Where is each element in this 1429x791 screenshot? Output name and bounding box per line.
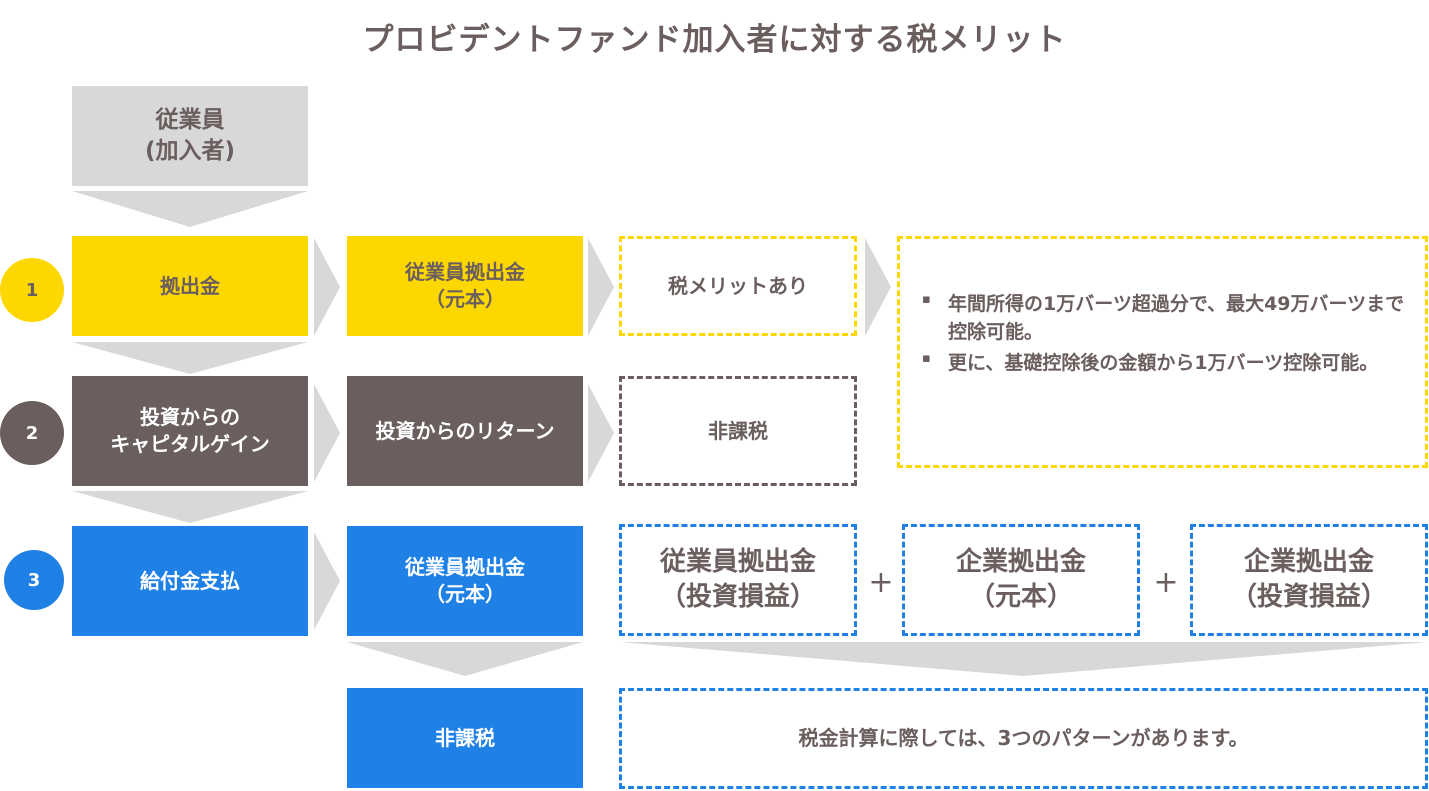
row3-detail-line2: （元本） [425,582,505,606]
step-1-label: 拠出金 [160,273,220,298]
row4-result-box: 非課税 [347,688,583,788]
notes-list: ▪ 年間所得の1万バーツ超過分で、最大49万バーツまで控除可能。 ▪ 更に、基礎… [922,291,1409,378]
row3-detail-box: 従業員拠出金 （元本） [347,526,583,636]
down-arrow-4 [347,642,583,676]
step-2-label-line1: 投資からの [140,405,240,429]
step-2-box: 投資からの キャピタルゲイン [72,376,308,486]
right-arrow-2b [588,384,614,482]
step-1-number: 1 [25,279,39,301]
row1-status-box: 税メリットあり [619,236,857,336]
step-3-circle: 3 [4,550,64,610]
row3-item-2: 企業拠出金 （元本） [902,524,1140,636]
employee-label: 従業員 [155,106,225,133]
row1-detail-line1: 従業員拠出金 [405,260,525,284]
employee-sublabel: (加入者) [144,138,236,164]
row2-detail: 投資からのリターン [375,418,555,443]
right-arrow-3a [314,532,340,630]
row3-item-2-line2: （元本） [968,582,1073,612]
right-arrow-1b [588,238,614,336]
bullet-icon: ▪ [922,292,931,307]
row4-note: 税金計算に際しては、3つのパターンがあります。 [798,726,1249,750]
row3-item-1-line1: 従業員拠出金 [659,546,816,577]
row3-item-3-line1: 企業拠出金 [1243,546,1374,577]
row2-detail-box: 投資からのリターン [347,376,583,486]
row2-status-box: 非課税 [619,376,857,486]
step-2-label-line2: キャピタルゲイン [110,432,270,456]
row1-detail-line2: （元本） [425,287,505,311]
note-text: 年間所得の1万バーツ超過分で、最大49万バーツまで控除可能。 [948,293,1405,343]
row3-item-2-line1: 企業拠出金 [955,546,1086,577]
right-arrow-1c [865,238,891,336]
down-arrow-3 [72,491,308,523]
step-2-circle: 2 [0,401,64,465]
step-1-circle: 1 [0,258,64,322]
step-1-box: 拠出金 [72,236,308,336]
row2-status: 非課税 [708,418,768,443]
step-3-number: 3 [27,569,41,591]
row3-item-1-line2: （投資損益） [659,582,816,612]
row4-result: 非課税 [435,725,495,750]
down-arrow-2 [72,342,308,374]
notes-box: ▪ 年間所得の1万バーツ超過分で、最大49万バーツまで控除可能。 ▪ 更に、基礎… [897,236,1428,468]
down-arrow-1 [72,191,308,227]
note-text: 更に、基礎控除後の金額から1万バーツ控除可能。 [948,352,1379,375]
plus-sign-1: + [868,565,894,600]
step-2-number: 2 [25,422,39,444]
employee-box: 従業員 (加入者) [72,86,308,186]
plus-sign-2: + [1153,565,1179,600]
row1-status: 税メリットあり [668,273,808,298]
bullet-icon: ▪ [922,351,931,367]
note-item: ▪ 年間所得の1万バーツ超過分で、最大49万バーツまで控除可能。 [922,291,1409,346]
row3-detail-line1: 従業員拠出金 [405,555,525,579]
down-arrow-5 [619,642,1428,676]
row1-detail-box: 従業員拠出金 （元本） [347,236,583,336]
right-arrow-2a [314,384,340,482]
row3-item-3-line2: （投資損益） [1230,582,1387,612]
row3-item-3: 企業拠出金 （投資損益） [1190,524,1428,636]
step-3-label: 給付金支払 [140,568,240,593]
row4-note-box: 税金計算に際しては、3つのパターンがあります。 [619,688,1428,789]
row3-item-1: 従業員拠出金 （投資損益） [619,524,857,636]
step-3-box: 給付金支払 [72,526,308,636]
right-arrow-1a [314,238,340,336]
page-title: プロビデントファンド加入者に対する税メリット [362,22,1067,58]
note-item: ▪ 更に、基礎控除後の金額から1万バーツ控除可能。 [922,350,1409,378]
